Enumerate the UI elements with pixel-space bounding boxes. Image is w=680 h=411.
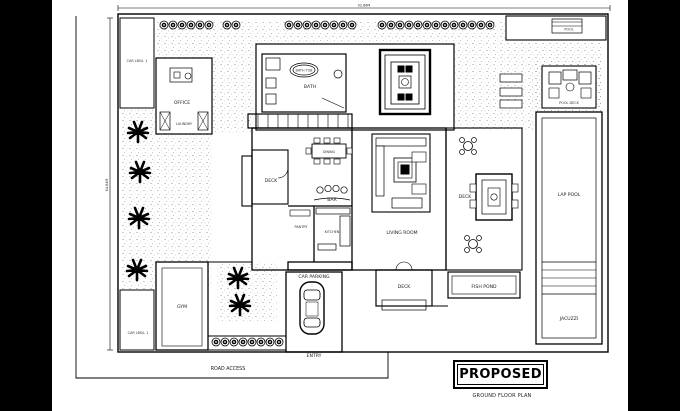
- stair-steps: [257, 114, 349, 128]
- right-deck-sofa: [469, 173, 519, 221]
- road-access-label: ROAD ACCESS: [211, 366, 246, 372]
- bath-fixtures: [265, 57, 345, 109]
- bedroom-furniture: [378, 48, 432, 116]
- kitchen-label: KITCHEN: [325, 230, 340, 234]
- left-deck-walls: [241, 149, 289, 207]
- kitchen-fixtures: [289, 207, 351, 251]
- pantry-label: PANTRY: [295, 225, 309, 229]
- drawing-subtitle: GROUND FLOOR PLAN: [472, 393, 532, 399]
- bar-label: BAR: [327, 197, 337, 203]
- dining-table: [305, 137, 353, 165]
- dining-label: DINING: [323, 150, 336, 154]
- deck-left-label: DECK: [265, 178, 279, 184]
- site-boundary: [117, 13, 609, 353]
- dim-side-label: 64.84M: [105, 179, 109, 192]
- living-room-label: LIVING ROOM: [386, 230, 417, 236]
- fish-pond: [447, 271, 521, 299]
- office-label: OFFICE: [174, 100, 190, 106]
- shrub-row-bottom: [211, 337, 284, 347]
- deck-right-label: DECK: [459, 194, 473, 200]
- lap-pool-label: LAP POOL: [558, 192, 581, 198]
- gym-label: GYM: [177, 304, 187, 310]
- deck-bottom-label: DECK: [398, 284, 412, 290]
- connector-walls: [208, 261, 448, 351]
- outdoor-loungers: [499, 73, 523, 109]
- office-room: [155, 57, 213, 135]
- dimension-lines: [107, 5, 611, 351]
- pool-deck-furniture: [541, 65, 597, 109]
- central-top-walls: [247, 43, 455, 131]
- entry-label: ENTRY: [307, 353, 322, 359]
- bath-label: BATH: [304, 84, 316, 90]
- stamp-text: PROPOSED: [459, 367, 542, 382]
- bar-counter: [313, 184, 351, 201]
- car-parking: [285, 271, 343, 353]
- pool-deck-label: POOL DECK: [559, 101, 579, 105]
- gym-room: [155, 261, 209, 351]
- jacuzzi-label: JACUZZI: [559, 316, 578, 322]
- fish-pond-label: FISH POND: [471, 284, 497, 290]
- bathtub-label: BATH TUB: [296, 69, 314, 73]
- floor-plan: 92.86M 64.84M ROAD ACCESS: [75, 4, 611, 379]
- laundry-label: LAUNDRY: [176, 122, 193, 126]
- top-pool: [505, 15, 607, 41]
- living-room-furniture: [371, 133, 431, 213]
- setback-top-label: CAR LBS/L 1: [127, 59, 148, 63]
- living-door-swing: [395, 261, 413, 271]
- dim-top-label: 92.86M: [358, 4, 371, 8]
- road-access-frame: [75, 16, 389, 379]
- drawing-sheet: 92.86M 64.84M ROAD ACCESS: [52, 0, 628, 411]
- setback-bottom-label: CAR LBS/L 1: [128, 331, 149, 335]
- proposed-stamp: PROPOSED: [453, 360, 548, 389]
- car-parking-label: CAR PARKING: [298, 274, 330, 280]
- left-service-walls: [119, 17, 155, 351]
- bottom-deck: [375, 269, 433, 311]
- lap-pool: [535, 111, 603, 345]
- pool-top-label: POOL: [564, 28, 573, 32]
- shrub-row-top: [159, 20, 495, 30]
